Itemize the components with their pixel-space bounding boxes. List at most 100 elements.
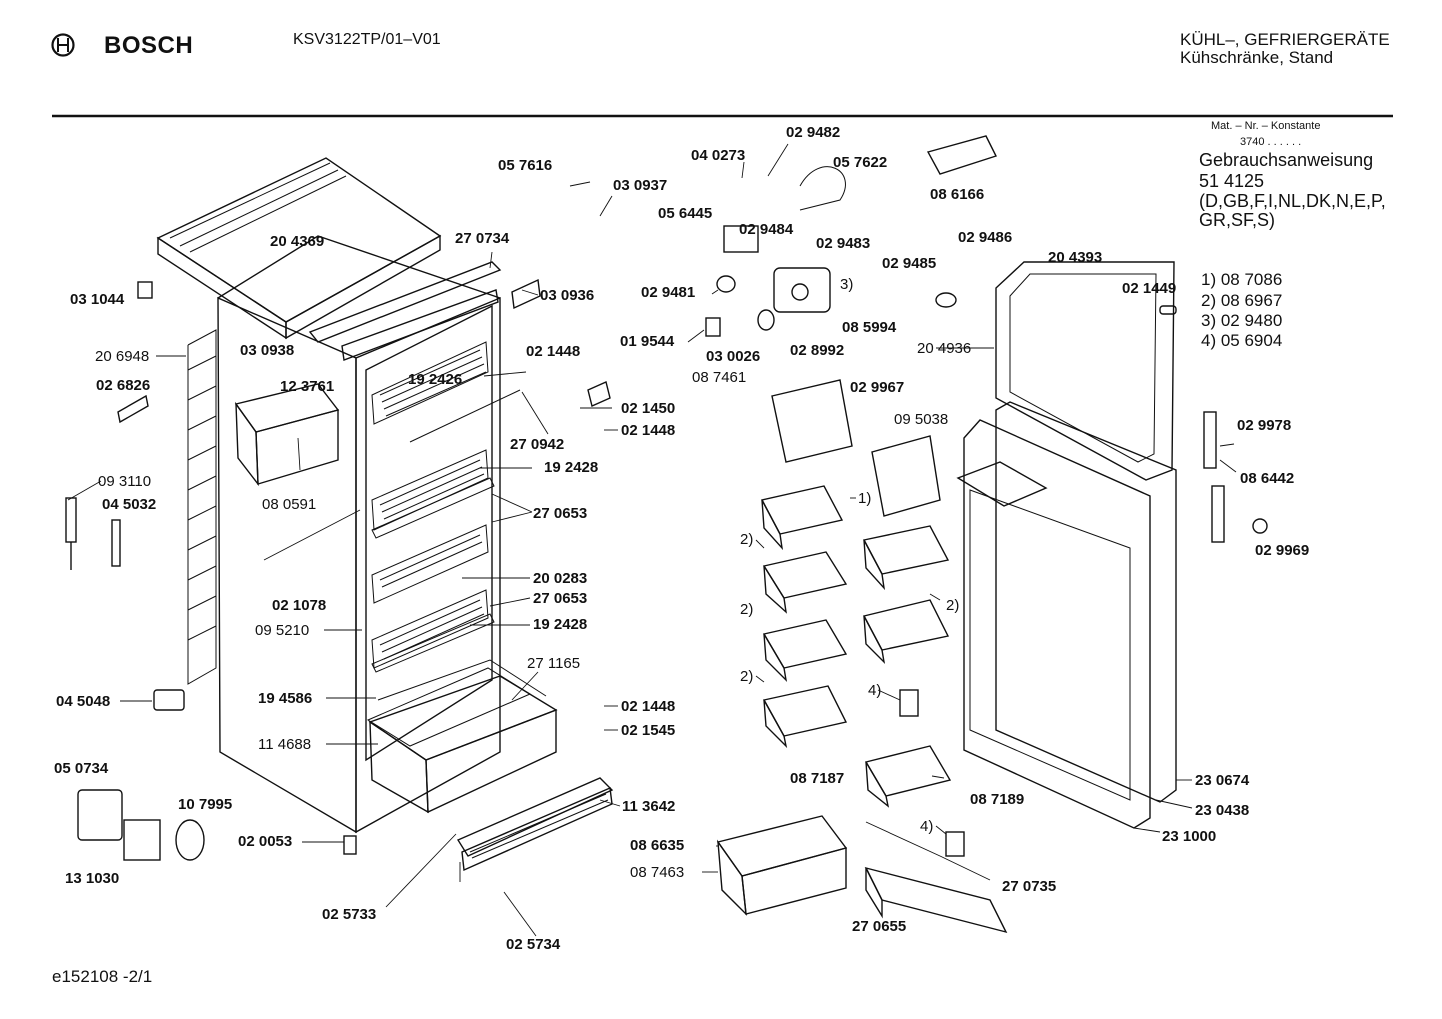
part-label: 08 7189 — [970, 791, 1025, 808]
part-label: 1) — [858, 490, 872, 507]
part-label: 20 4369 — [270, 233, 325, 250]
footnote-2: 2) 08 6967 — [1201, 291, 1283, 310]
part-label: 02 9486 — [958, 229, 1013, 246]
part-label: 08 6442 — [1240, 470, 1295, 487]
center-parts — [587, 135, 997, 517]
part-label: 08 7461 — [692, 369, 747, 386]
part-label: 09 3110 — [98, 473, 152, 490]
part-label: 08 7187 — [790, 770, 845, 787]
door-bins — [716, 485, 1008, 934]
bosch-logo — [50, 32, 80, 63]
part-label: 02 1448 — [621, 422, 676, 439]
part-label: 09 5210 — [255, 622, 310, 639]
part-label: 2) — [946, 597, 960, 614]
part-label: 04 5048 — [56, 693, 111, 710]
part-label: 19 2428 — [533, 616, 588, 633]
part-label: 12 3761 — [280, 378, 335, 395]
part-label: 05 0734 — [54, 760, 109, 777]
part-label: 2) — [740, 531, 754, 548]
bosch-armature-icon — [51, 33, 75, 57]
part-label: 02 9482 — [786, 124, 841, 141]
part-label: 27 0655 — [852, 918, 907, 935]
part-label: 19 4586 — [258, 690, 313, 707]
part-label: 02 9485 — [882, 255, 937, 272]
part-label: 4) — [868, 682, 882, 699]
part-label: 03 0938 — [240, 342, 295, 359]
category-line-2: Kühschränke, Stand — [1180, 48, 1334, 67]
category-line-1: KÜHL–, GEFRIERGERÄTE — [1180, 30, 1390, 49]
part-label: 20 4393 — [1048, 249, 1103, 266]
manual-number: 51 4125 — [1199, 171, 1265, 191]
part-label: 08 6635 — [630, 837, 685, 854]
part-label: 08 7463 — [630, 864, 685, 881]
part-label: 11 4688 — [258, 736, 312, 753]
part-label: 23 0674 — [1195, 772, 1250, 789]
part-label: 27 1165 — [527, 655, 581, 672]
manual-title: Gebrauchsanweisung — [1199, 150, 1374, 170]
mat-number-label: Mat. – Nr. – Konstante — [1211, 120, 1321, 132]
part-label: 02 9967 — [850, 379, 905, 396]
part-label: 05 7622 — [833, 154, 888, 171]
part-label: 2) — [740, 601, 754, 618]
part-label: 02 1078 — [272, 597, 327, 614]
part-label: 27 0734 — [455, 230, 510, 247]
part-label: 02 9483 — [816, 235, 871, 252]
leader-lines — [67, 143, 1237, 937]
part-label: 2) — [740, 668, 754, 685]
model-number: KSV3122TP/01–V01 — [293, 31, 441, 48]
part-label: 02 1448 — [526, 343, 581, 360]
part-label: 02 9481 — [641, 284, 696, 301]
part-label: 4) — [920, 818, 934, 835]
part-label: 04 5032 — [102, 496, 157, 513]
part-label: 02 9484 — [739, 221, 794, 238]
part-label: 02 5733 — [322, 906, 377, 923]
footnote-3: 3) 02 9480 — [1201, 311, 1283, 330]
part-label: 20 4936 — [917, 340, 972, 357]
part-label: 02 9978 — [1237, 417, 1292, 434]
part-label: 27 0653 — [533, 505, 588, 522]
part-label: 02 8992 — [790, 342, 845, 359]
mat-number-value: 3740 . . . . . . — [1240, 136, 1302, 148]
part-label: 13 1030 — [65, 870, 120, 887]
part-label: 05 6445 — [658, 205, 713, 222]
part-label: 03 0936 — [540, 287, 595, 304]
part-label: 02 5734 — [506, 936, 561, 953]
part-label: 03 0937 — [613, 177, 668, 194]
part-label: 19 2426 — [408, 371, 463, 388]
part-label: 03 1044 — [70, 291, 125, 308]
part-label: 27 0942 — [510, 436, 565, 453]
part-label: 02 1449 — [1122, 280, 1177, 297]
part-label: 02 1450 — [621, 400, 676, 417]
part-label: 02 6826 — [96, 377, 151, 394]
part-label: 20 6948 — [95, 348, 150, 365]
part-label: 19 2428 — [544, 459, 599, 476]
part-label: 08 0591 — [262, 496, 317, 513]
part-label: 27 0735 — [1002, 878, 1057, 895]
manual-languages-1: (D,GB,F,I,NL,DK,N,E,P, — [1199, 191, 1386, 211]
part-label: 11 3642 — [622, 798, 676, 815]
part-label: 20 0283 — [533, 570, 588, 587]
part-label: 02 1545 — [621, 722, 676, 739]
footnote-4: 4) 05 6904 — [1201, 331, 1283, 350]
part-label: 3) — [840, 276, 854, 293]
part-label: 27 0653 — [533, 590, 588, 607]
drawing-id: e152108 -2/1 — [52, 967, 153, 986]
part-label: 23 0438 — [1195, 802, 1250, 819]
part-label: 02 9969 — [1255, 542, 1310, 559]
part-label: 04 0273 — [691, 147, 746, 164]
part-label: 08 6166 — [930, 186, 985, 203]
part-label: 09 5038 — [894, 411, 949, 428]
doors — [956, 261, 1177, 829]
part-label: 01 9544 — [620, 333, 675, 350]
part-label: 23 1000 — [1162, 828, 1217, 845]
part-label: 10 7995 — [178, 796, 233, 813]
footnote-1: 1) 08 7086 — [1201, 270, 1283, 289]
manual-languages-2: GR,SF,S) — [1199, 210, 1276, 230]
brand-name: BOSCH — [104, 32, 194, 59]
cabinet-body — [65, 157, 614, 882]
part-label: 02 1448 — [621, 698, 676, 715]
part-label: 02 0053 — [238, 833, 293, 850]
part-label: 03 0026 — [706, 348, 761, 365]
part-label: 05 7616 — [498, 157, 553, 174]
